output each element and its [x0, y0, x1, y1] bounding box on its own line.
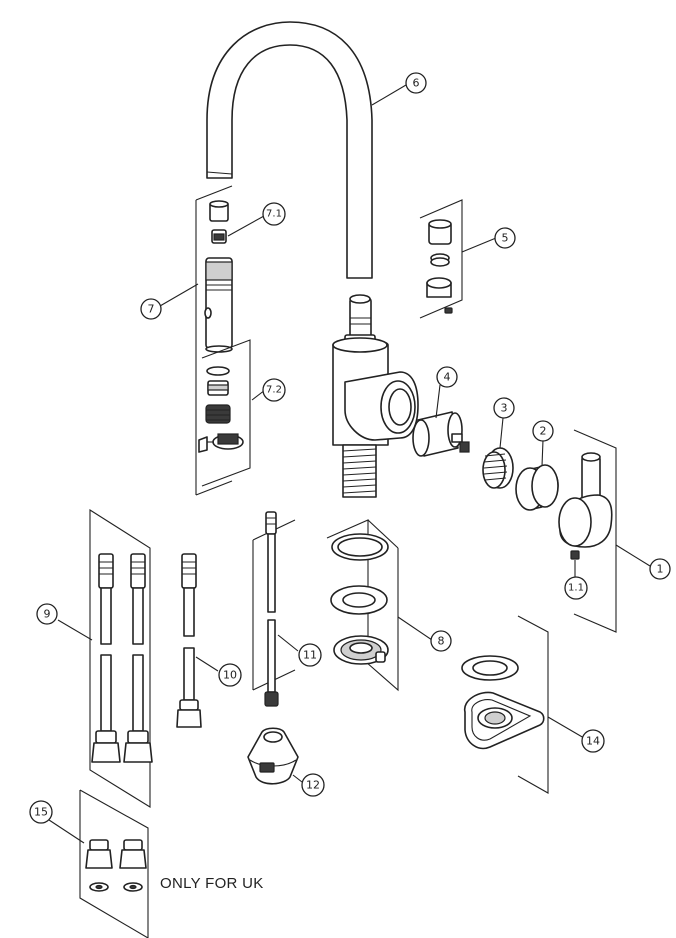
- part-10-hose: [176, 553, 219, 728]
- callout-5-label: 5: [502, 232, 509, 245]
- callout-7-2-label: 7.2: [266, 385, 282, 396]
- callout-4-label: 4: [444, 371, 451, 384]
- part-8-group: [326, 519, 399, 692]
- part-2-collar: [515, 439, 559, 511]
- callout-4: 4: [436, 366, 458, 388]
- part-9-group: [57, 509, 153, 808]
- part-14-group: [461, 615, 549, 794]
- callout-11: 11: [298, 643, 322, 667]
- callout-8-label: 8: [438, 635, 445, 648]
- callout-7-1-label: 7.1: [266, 209, 282, 220]
- callout-9-label: 9: [44, 608, 51, 621]
- callout-8: 8: [430, 630, 452, 652]
- callout-14: 14: [581, 729, 605, 753]
- callout-7-2: 7.2: [262, 378, 286, 402]
- callout-1: 1: [649, 558, 671, 580]
- callout-10-label: 10: [223, 669, 237, 682]
- part-3-ring: [482, 417, 514, 489]
- callout-2-label: 2: [540, 425, 547, 438]
- tap-body: [332, 294, 419, 498]
- callout-9: 9: [36, 603, 58, 625]
- part-11-rod: [252, 511, 299, 707]
- callout-1-1-label: 1.1: [568, 583, 584, 594]
- callout-11-label: 11: [303, 649, 317, 662]
- callout-7-1: 7.1: [262, 202, 286, 226]
- part-6-spout: [206, 21, 373, 279]
- callout-5: 5: [494, 227, 516, 249]
- part-12-weight: [247, 727, 303, 785]
- callout-12: 12: [301, 773, 325, 797]
- callout-6: 6: [405, 72, 427, 94]
- callout-1-label: 1: [657, 563, 664, 576]
- callout-15-label: 15: [34, 806, 48, 819]
- callout-2: 2: [532, 420, 554, 442]
- part-4-cartridge: [412, 384, 470, 457]
- callout-6-label: 6: [413, 77, 420, 90]
- part-15-group: [45, 789, 149, 938]
- callout-7-label: 7: [148, 303, 155, 316]
- callout-10: 10: [218, 663, 242, 687]
- uk-only-note: ONLY FOR UK: [160, 875, 264, 892]
- callout-7: 7: [140, 298, 162, 320]
- callout-1-1: 1.1: [564, 576, 588, 600]
- callout-3-label: 3: [501, 402, 508, 415]
- leader-lines: [159, 84, 651, 739]
- part-7-group: [195, 185, 251, 496]
- callout-12-label: 12: [306, 779, 320, 792]
- part-1-lever: [558, 429, 617, 633]
- part-5-group: [419, 199, 463, 319]
- callout-14-label: 14: [586, 735, 600, 748]
- callout-15: 15: [29, 800, 53, 824]
- callout-3: 3: [493, 397, 515, 419]
